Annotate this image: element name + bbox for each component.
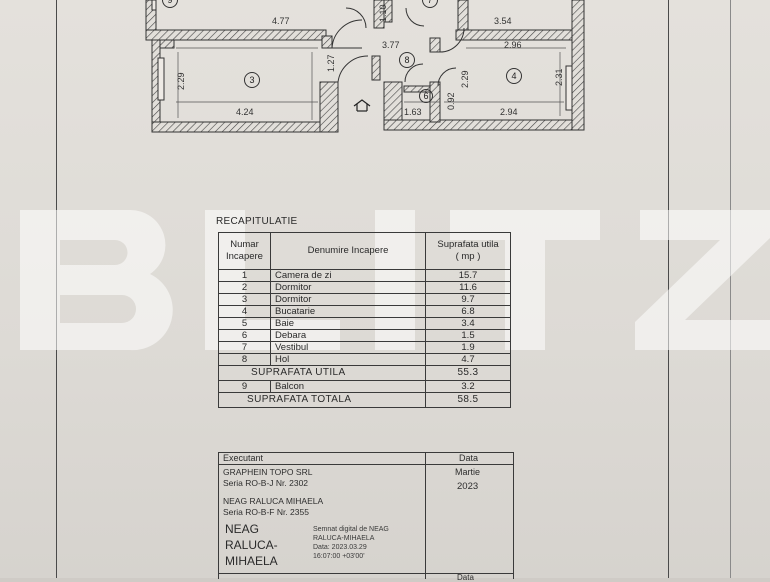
row-name: Debara	[270, 329, 426, 342]
row-area: 11.6	[425, 281, 511, 294]
table-header-row: Numar Incapere Denumire Incapere Suprafa…	[218, 232, 511, 270]
person-name: NEAG RALUCA MIHAELA	[223, 496, 324, 506]
company-name: GRAPHEIN TOPO SRL	[223, 467, 313, 477]
room-number-6: 6	[419, 89, 433, 103]
row-area: 1.5	[425, 329, 511, 342]
dim-163: 1.63	[404, 107, 422, 117]
row-name: Dormitor	[270, 293, 426, 306]
signature-line-1: Semnat digital de NEAG	[313, 526, 389, 533]
row-area: 15.7	[425, 269, 511, 282]
row-name: Camera de zi	[270, 269, 426, 282]
balcon-name: Balcon	[270, 380, 426, 393]
col-header-area: Suprafata utila ( mp )	[425, 232, 511, 270]
row-name: Dormitor	[270, 281, 426, 294]
signature-line-2: RALUCA-MIHAELA	[313, 535, 375, 542]
balcon-row: 9 Balcon 3.2	[218, 380, 511, 393]
dim-477: 4.77	[272, 16, 290, 26]
data-label: Data	[459, 453, 479, 463]
row-num: 1	[218, 269, 271, 282]
row-name: Bucatarie	[270, 305, 426, 318]
signature-line-3: Data: 2023.03.29	[313, 544, 367, 551]
total-area-row: SUPRAFATA TOTALA 58.5	[218, 392, 511, 408]
row-num: 5	[218, 317, 271, 330]
windows	[151, 0, 573, 111]
floor-plan	[145, 0, 585, 133]
balcon-num: 9	[218, 380, 271, 393]
balcon-area: 3.2	[425, 380, 511, 393]
util-area-value: 55.3	[425, 365, 511, 381]
util-area-row: SUPRAFATA UTILA 55.3	[218, 365, 511, 381]
row-area: 3.4	[425, 317, 511, 330]
dim-127: 1.27	[326, 54, 336, 72]
signature-name-3: MIHAELA	[225, 554, 278, 568]
util-area-label: SUPRAFATA UTILA	[218, 365, 426, 381]
room-number-4: 4	[506, 68, 522, 84]
dim-354: 3.54	[494, 16, 512, 26]
entrance-symbol	[353, 99, 371, 112]
recap-table: Numar Incapere Denumire Incapere Suprafa…	[218, 232, 511, 408]
recap-title: RECAPITULATIE	[216, 216, 298, 227]
dimension-lines	[176, 47, 566, 120]
total-area-label: SUPRAFATA TOTALA	[218, 392, 426, 408]
dim-424: 4.24	[236, 107, 254, 117]
row-num: 4	[218, 305, 271, 318]
date-month: Martie	[455, 467, 481, 477]
room-number-3: 3	[244, 72, 260, 88]
row-area: 6.8	[425, 305, 511, 318]
row-name: Baie	[270, 317, 426, 330]
dim-110: 1.10	[378, 4, 388, 22]
col-header-num: Numar Incapere	[218, 232, 271, 270]
walls	[145, 0, 585, 133]
dim-229-right: 2.29	[460, 70, 470, 88]
company-serial: Seria RO-B-J Nr. 2302	[223, 478, 309, 488]
row-area: 9.7	[425, 293, 511, 306]
page-frame-right	[668, 0, 669, 578]
row-name: Vestibul	[270, 341, 426, 354]
row-name: Hol	[270, 353, 426, 366]
dim-294: 2.94	[500, 107, 518, 117]
date-year: 2023	[457, 481, 479, 492]
executant-label: Executant	[223, 453, 264, 463]
dim-092: 0.92	[446, 92, 456, 110]
dim-377: 3.77	[382, 40, 400, 50]
row-num: 7	[218, 341, 271, 354]
row-num: 3	[218, 293, 271, 306]
dim-296: 2.96	[504, 40, 522, 50]
signature-name-2: RALUCA-	[225, 538, 278, 552]
row-num: 8	[218, 353, 271, 366]
row-num: 6	[218, 329, 271, 342]
dim-231: 2.31	[554, 68, 564, 86]
col-header-name: Denumire Incapere	[270, 232, 426, 270]
total-area-value: 58.5	[425, 392, 511, 408]
executant-block: Executant Data GRAPHEIN TOPO SRL Seria R…	[218, 452, 514, 582]
room-number-8: 8	[399, 52, 415, 68]
person-serial: Seria RO-B-F Nr. 2355	[223, 507, 309, 517]
row-area: 4.7	[425, 353, 511, 366]
page-edge	[730, 0, 731, 578]
signature-line-4: 16:07:00 +03'00'	[313, 553, 365, 560]
doors	[331, 7, 465, 87]
signature-name-1: NEAG	[225, 522, 260, 536]
row-num: 2	[218, 281, 271, 294]
row-area: 1.9	[425, 341, 511, 354]
dim-229-left: 2.29	[176, 72, 186, 90]
